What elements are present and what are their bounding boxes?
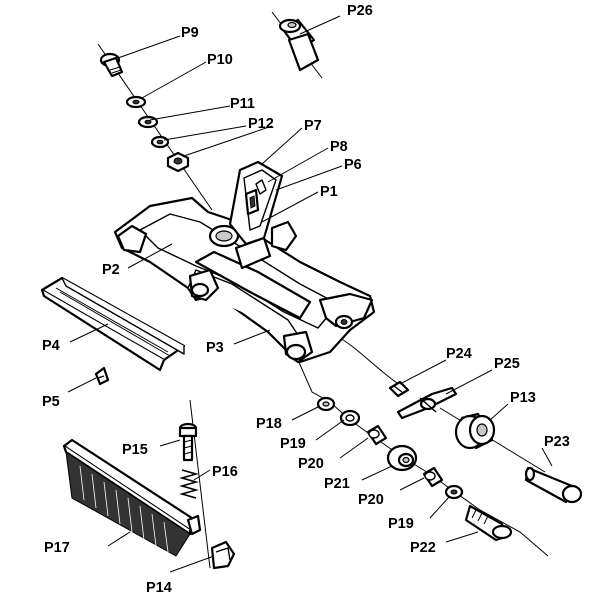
spring-clip-part xyxy=(396,386,458,420)
callout-p4: P4 xyxy=(42,338,60,354)
wheel-p19a-part xyxy=(339,409,361,427)
callout-p11: P11 xyxy=(230,96,255,112)
callout-p23: P23 xyxy=(544,434,570,450)
washer-part-b xyxy=(137,115,159,129)
vacuum-head-body xyxy=(113,160,376,364)
callout-p6: P6 xyxy=(344,157,362,173)
nut-part xyxy=(166,151,190,173)
callout-p20-lower: P20 xyxy=(358,492,384,508)
callout-p19-upper: P19 xyxy=(280,436,306,452)
callout-p7: P7 xyxy=(304,118,322,134)
callout-p26: P26 xyxy=(347,3,373,19)
washer-part-a xyxy=(125,95,147,109)
spring-part xyxy=(179,469,199,499)
retaining-clip-part xyxy=(388,380,410,398)
callout-p3: P3 xyxy=(206,340,224,356)
callout-p21: P21 xyxy=(324,476,350,492)
callout-p24: P24 xyxy=(446,346,472,362)
callout-p10: P10 xyxy=(207,52,233,68)
callout-p19-lower: P19 xyxy=(388,516,414,532)
callout-p20-upper: P20 xyxy=(298,456,324,472)
wheel-p21-part xyxy=(386,444,418,472)
callout-p1: P1 xyxy=(320,184,338,200)
brush-pin-part xyxy=(178,422,198,462)
callout-p16: P16 xyxy=(212,464,238,480)
callout-p5: P5 xyxy=(42,394,60,410)
washer-part-c xyxy=(150,135,170,149)
wheel-p19b-part xyxy=(444,484,464,500)
callout-p12: P12 xyxy=(248,116,274,132)
callout-p25: P25 xyxy=(494,356,520,372)
axle-screw-part xyxy=(464,504,513,542)
clip-part xyxy=(94,366,110,386)
leader-lines xyxy=(67,15,553,573)
wheel-p20a-part xyxy=(366,424,388,446)
axis-wheel-right xyxy=(339,337,401,386)
callout-p15: P15 xyxy=(122,442,148,458)
brush-part xyxy=(62,438,202,557)
callout-p2: P2 xyxy=(102,262,120,278)
roller-part xyxy=(454,412,496,450)
wheel-p18-part xyxy=(316,396,336,412)
screw-part xyxy=(99,52,124,78)
callout-p8: P8 xyxy=(330,139,348,155)
callout-p17: P17 xyxy=(44,540,70,556)
callout-p22: P22 xyxy=(410,540,436,556)
callout-p14: P14 xyxy=(146,580,172,596)
brush-bracket-part xyxy=(210,540,236,570)
rubber-strip-part xyxy=(40,276,186,372)
callout-p13: P13 xyxy=(510,390,536,406)
axle-pin-part xyxy=(524,466,583,504)
wheel-p20b-part xyxy=(422,466,444,488)
callout-p18: P18 xyxy=(256,416,282,432)
callout-p9: P9 xyxy=(181,25,199,41)
handle-adapter-part xyxy=(278,18,320,72)
